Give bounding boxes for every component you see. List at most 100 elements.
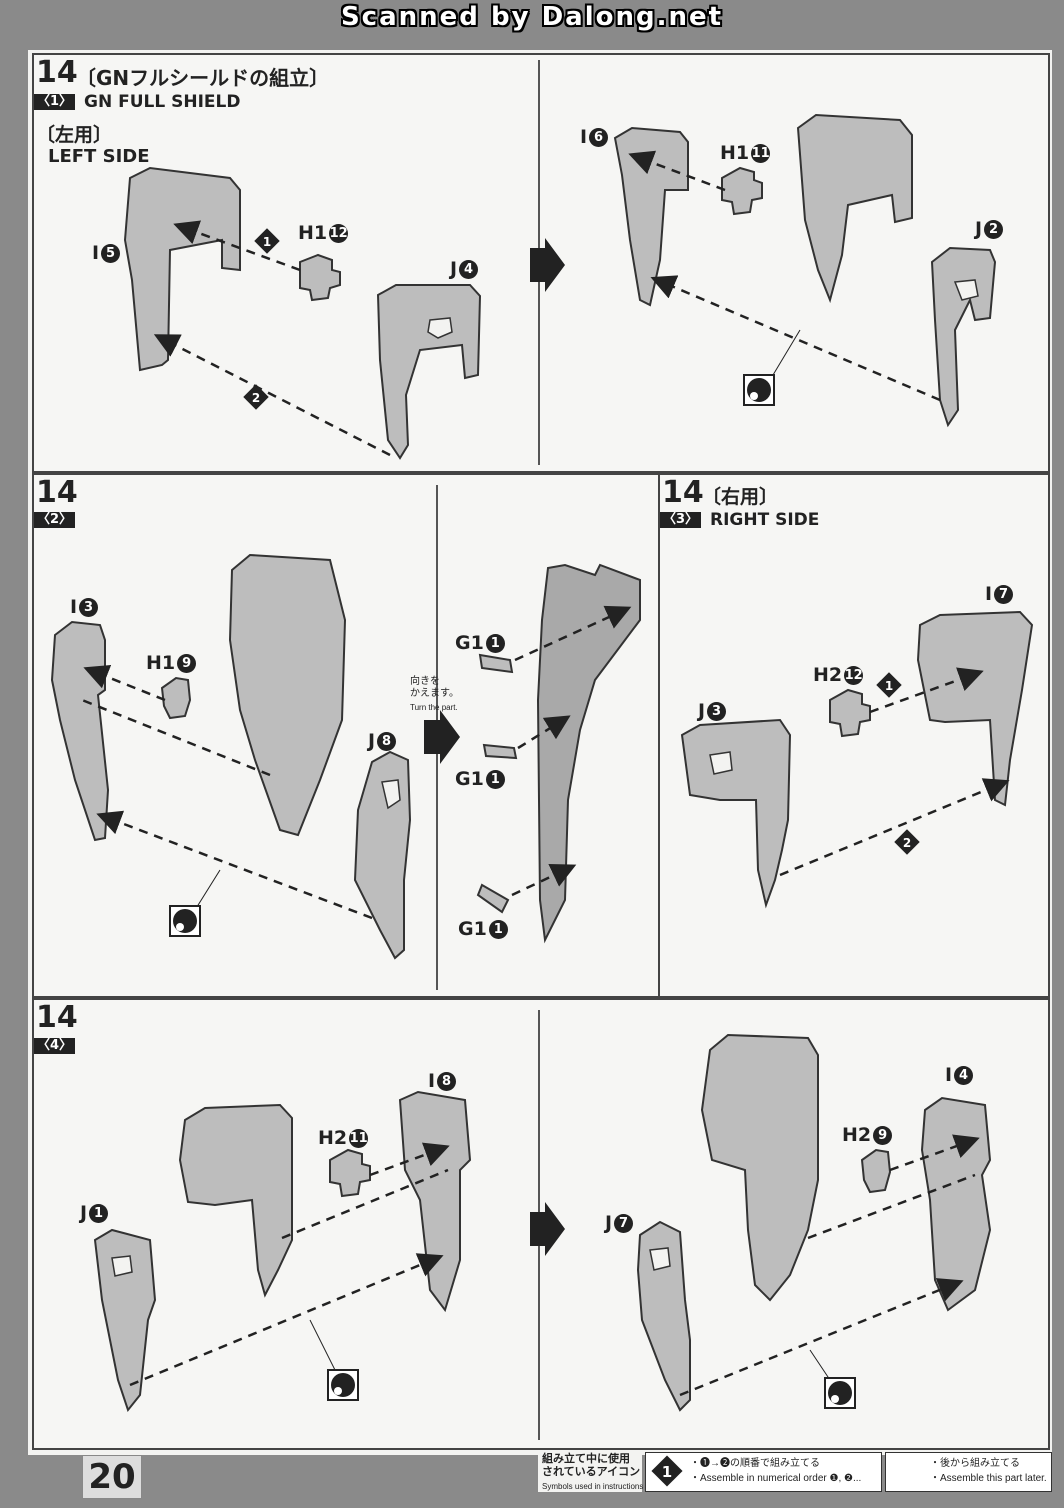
part-shield-rear [536,563,641,944]
legend-order-jp: ・❶→❷の順番で組み立てる [690,1458,820,1469]
order-diamond-2: 2 [894,829,920,855]
part-j1 [93,1228,157,1413]
assembly-arrow [511,864,577,897]
assembly-arrow [679,1278,964,1397]
side-label-jp: 〔左用〕 [36,124,113,146]
page-number: 20 [82,1455,142,1499]
guide-line [81,698,271,777]
part-j7 [636,1220,691,1412]
svg-text:2: 2 [903,836,911,850]
step-title-en: GN FULL SHIELD [84,92,241,112]
svg-text:1: 1 [885,679,893,693]
step-title-jp: 〔GNフルシールドの組立〕 [76,66,330,90]
part-j8 [353,750,412,960]
guide-line [281,1168,449,1240]
order-diamond-1: 1 [876,672,902,698]
part-assembled-i4-target [700,1033,819,1302]
svg-text:1: 1 [263,235,271,249]
turn-part-note-jp: 向きを かえます。 [410,676,459,699]
part-i8 [398,1090,472,1313]
assembly-arrow [514,605,632,662]
assemble-later-icon [169,905,201,937]
assembly-arrow [779,778,1010,877]
part-assembled-i3 [228,553,347,837]
next-arrow [530,238,565,292]
icon-legend-title-en: Symbols used in instructions [542,1482,644,1491]
guide-line [807,1173,976,1240]
part-g1-c [476,883,510,914]
assembly-arrow [650,275,941,402]
assembly-arrow [869,667,984,714]
part-j4 [376,284,482,460]
order-diamond-icon: 1 [651,1455,683,1487]
legend-later-jp: ・後から組み立てる [930,1458,1020,1469]
legend-later-en: ・Assemble this part later. [930,1473,1047,1484]
assembly-arrow [83,665,166,702]
sub-step-number: 〈1〉 [34,94,76,110]
assembly-arrow [129,1253,444,1387]
side-label-jp: 〔右用〕 [702,486,779,508]
assemble-later-icon [743,374,775,406]
part-g1-b [482,743,518,760]
assembly-arrow [889,1134,980,1172]
part-h1-12 [299,253,341,302]
order-diamond-1: 1 [254,228,280,254]
icon-legend-title-box [538,1452,642,1492]
sub-step-number: 〈4〉 [34,1038,76,1054]
step-number: 14 [662,475,704,510]
leader-line [194,869,221,911]
part-j3 [680,718,792,909]
legend-order-box [645,1452,882,1492]
assembly-arrow [517,715,571,750]
leader-line [769,329,801,381]
next-arrow [530,1202,565,1256]
assembly-arrow [369,1142,450,1177]
scanner-watermark: Scanned by Dalong.net [340,2,724,32]
side-label-en: LEFT SIDE [48,146,150,167]
sub-step-number: 〈3〉 [660,512,702,528]
part-assembled-i8-target [178,1103,293,1298]
assembly-arrow [153,334,391,457]
part-assembled-left [796,113,913,304]
svg-text:1: 1 [662,1463,672,1481]
part-h2-12 [829,688,871,738]
leader-line [309,1319,336,1371]
part-h2-11 [329,1148,371,1198]
part-g1-a [478,653,514,674]
assemble-later-icon [824,1377,856,1409]
part-i7 [916,610,1034,807]
svg-text:2: 2 [252,391,260,405]
part-h2-9 [860,1148,892,1194]
icon-legend-title-jp: 組み立て中に使用 されているアイコン [542,1453,641,1478]
step-number: 14 [36,1000,78,1035]
assembly-arrow [173,220,301,272]
sub-step-number: 〈2〉 [34,512,76,528]
leader-line [809,1349,831,1381]
part-i5 [123,166,241,372]
next-arrow [424,710,460,764]
part-h1-9 [160,676,192,720]
order-diamond-2: 2 [243,384,269,410]
step-number: 14 [36,475,78,510]
